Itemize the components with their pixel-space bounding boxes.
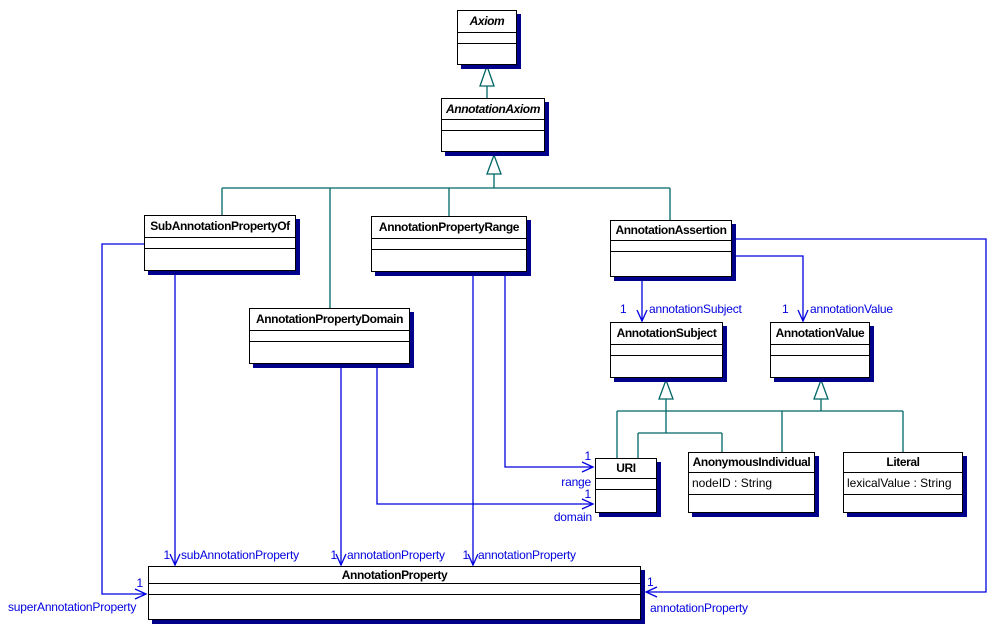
generalization-triangle-icon <box>479 64 495 87</box>
generalization-triangle-icon <box>813 378 829 400</box>
operations-compartment <box>442 130 544 151</box>
multiplicity-label: 1 <box>136 576 144 590</box>
attributes-compartment <box>145 237 295 248</box>
class-title: AnnotationValue <box>775 326 865 340</box>
attributes-compartment <box>611 240 731 251</box>
multiplicity-label: 1 <box>462 548 470 562</box>
multiplicity-label: 1 <box>330 548 338 562</box>
association-domain-annotationproperty <box>335 365 347 567</box>
multiplicity-label: 1 <box>647 575 654 589</box>
class-annotationpropertyrange[interactable]: AnnotationPropertyRange <box>371 216 527 272</box>
operations-compartment <box>149 594 640 619</box>
association-annotationsubject <box>636 277 648 323</box>
open-arrowhead-icon <box>797 309 809 323</box>
class-uri[interactable]: URI <box>595 458 657 513</box>
class-title: AnonymousIndividual <box>692 455 811 469</box>
open-arrowhead-icon <box>581 461 595 473</box>
attributes-compartment: nodeID : String <box>689 472 814 494</box>
class-literal[interactable]: Literal lexicalValue : String <box>843 452 963 513</box>
class-annotationassertion[interactable]: AnnotationAssertion <box>610 220 732 277</box>
class-title: AnnotationSubject <box>616 326 717 340</box>
attributes-compartment <box>250 330 409 341</box>
attributes-compartment <box>458 32 516 43</box>
operations-compartment <box>458 43 516 64</box>
class-annotationpropertydomain[interactable]: AnnotationPropertyDomain <box>249 308 410 364</box>
class-anonymousindividual[interactable]: AnonymousIndividual nodeID : String <box>688 452 815 513</box>
operations-compartment <box>689 494 814 512</box>
multiplicity-label: 1 <box>163 548 171 562</box>
open-arrowhead-icon <box>335 553 347 567</box>
multiplicity-label: 1 <box>782 302 789 316</box>
role-label-domain: domain <box>553 510 592 524</box>
class-axiom[interactable]: Axiom <box>457 10 517 65</box>
role-label-annotationsubject: annotationSubject <box>649 302 742 316</box>
class-title: AnnotationPropertyRange <box>378 220 520 234</box>
operations-compartment <box>145 248 295 270</box>
role-label-annotationproperty: annotationProperty <box>650 601 748 615</box>
operations-compartment <box>611 355 722 377</box>
attributes-compartment <box>442 119 544 130</box>
generalization-triangle-icon <box>658 378 674 400</box>
open-arrowhead-icon <box>644 586 658 598</box>
class-title: AnnotationAssertion <box>615 223 727 237</box>
class-title: Axiom <box>469 14 505 28</box>
role-label-annotationproperty: annotationProperty <box>347 548 445 562</box>
generalization-tree-annotationvalue-children <box>616 378 904 458</box>
class-title: AnnotationPropertyDomain <box>255 312 404 326</box>
role-label-subannotationproperty: subAnnotationProperty <box>181 548 299 562</box>
association-superannotationproperty <box>101 243 148 600</box>
class-title: AnnotationAxiom <box>446 102 540 116</box>
operations-compartment <box>844 494 962 512</box>
open-arrowhead-icon <box>636 309 648 323</box>
generalization-tree-annotationaxiom-children <box>221 153 671 308</box>
class-annotationaxiom[interactable]: AnnotationAxiom <box>441 98 545 152</box>
operations-compartment <box>771 355 869 377</box>
attributes-compartment <box>771 344 869 355</box>
attributes-compartment <box>149 583 640 594</box>
multiplicity-label: 1 <box>584 449 592 463</box>
class-subannotationpropertyof[interactable]: SubAnnotationPropertyOf <box>144 215 296 271</box>
class-annotationproperty[interactable]: AnnotationProperty <box>148 566 641 620</box>
generalization-tree-annotationsubject-children <box>637 378 723 458</box>
attributes-compartment <box>611 344 722 355</box>
operations-compartment <box>372 249 526 271</box>
operations-compartment <box>596 489 656 512</box>
open-arrowhead-icon <box>581 498 595 510</box>
open-arrowhead-icon <box>169 553 181 567</box>
multiplicity-label: 1 <box>584 487 592 501</box>
association-domain <box>376 365 595 510</box>
association-subannotationproperty <box>169 272 181 567</box>
class-title: SubAnnotationPropertyOf <box>150 219 290 233</box>
generalization-triangle-icon <box>486 153 502 175</box>
open-arrowhead-icon <box>467 553 479 567</box>
generalization-annotationaxiom-to-axiom <box>479 64 495 98</box>
class-title: Literal <box>886 455 920 469</box>
association-range <box>504 273 595 473</box>
association-range-annotationproperty <box>467 273 479 567</box>
class-title: URI <box>616 461 636 475</box>
class-title: AnnotationProperty <box>341 568 448 582</box>
multiplicity-label: 1 <box>620 302 627 316</box>
role-label-range: range <box>561 475 591 489</box>
association-annotationvalue <box>732 255 809 323</box>
role-label-annotationvalue: annotationValue <box>810 302 893 316</box>
association-assertion-annotationproperty <box>644 238 987 598</box>
operations-compartment <box>250 341 409 363</box>
role-label-annotationproperty: annotationProperty <box>478 548 576 562</box>
open-arrowhead-icon <box>134 588 148 600</box>
class-annotationsubject[interactable]: AnnotationSubject <box>610 322 723 378</box>
role-label-superannotationproperty: superAnnotationProperty <box>8 600 137 614</box>
operations-compartment <box>611 251 731 276</box>
attributes-compartment <box>596 478 656 489</box>
attributes-compartment <box>372 238 526 249</box>
attributes-compartment: lexicalValue : String <box>844 472 962 494</box>
class-annotationvalue[interactable]: AnnotationValue <box>770 322 870 378</box>
